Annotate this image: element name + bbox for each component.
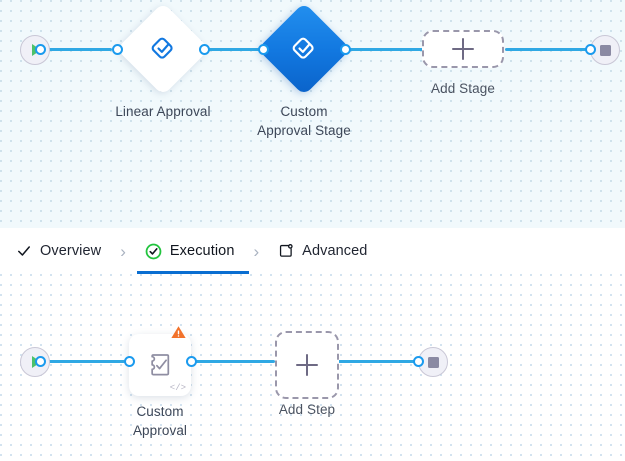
port-custom-out[interactable] xyxy=(340,44,351,55)
add-step-button[interactable] xyxy=(275,331,339,399)
stop-icon xyxy=(427,356,439,368)
stop-icon xyxy=(599,44,611,56)
edge-start-to-custom-approval xyxy=(40,360,125,363)
check-icon xyxy=(16,243,32,259)
tab-advanced-label: Advanced xyxy=(302,243,368,259)
tab-separator-1: › xyxy=(120,241,126,261)
port-linear-out[interactable] xyxy=(199,44,210,55)
stage-node-label-custom-approval-stage: Custom Approval Stage xyxy=(234,102,374,140)
approval-stage-icon xyxy=(289,34,319,64)
code-badge-icon: </> xyxy=(169,383,186,393)
edge-custom-to-add xyxy=(345,48,430,51)
tab-advanced[interactable]: Advanced xyxy=(278,228,367,274)
tab-execution[interactable]: Execution xyxy=(136,228,249,274)
check-circle-icon xyxy=(145,243,162,260)
plus-icon xyxy=(296,354,318,376)
port-step-start-out[interactable] xyxy=(35,356,46,367)
step-node-label-line1: Custom xyxy=(136,404,184,419)
port-custom-approval-out[interactable] xyxy=(186,356,197,367)
port-linear-in[interactable] xyxy=(112,44,123,55)
port-end-in[interactable] xyxy=(585,44,596,55)
tab-execution-label: Execution xyxy=(169,243,235,259)
edge-add-to-end xyxy=(505,48,590,51)
tab-separator-2: › xyxy=(253,241,260,261)
approval-stage-icon xyxy=(148,34,178,64)
tab-overview[interactable]: Overview xyxy=(16,228,101,274)
custom-approval-icon xyxy=(145,350,175,380)
stage-node-label-line1: Custom xyxy=(280,104,328,119)
stage-node-label-linear-approval: Linear Approval xyxy=(115,104,211,119)
edge-add-to-end-step xyxy=(338,360,423,363)
edge-linear-to-custom xyxy=(205,48,281,51)
step-start-node[interactable] xyxy=(20,347,50,377)
port-custom-in[interactable] xyxy=(258,44,269,55)
warning-triangle-icon xyxy=(170,324,187,341)
edge-custom-approval-to-add xyxy=(190,360,275,363)
settings-square-icon xyxy=(278,243,294,259)
add-step-label: Add Step xyxy=(278,402,336,417)
stage-node-label-line2: Approval Stage xyxy=(257,123,351,138)
port-start-out[interactable] xyxy=(35,44,46,55)
step-node-label-line2: Approval xyxy=(132,423,188,438)
stage-flow-canvas[interactable]: Linear Approval Custom Approval Stage Ad… xyxy=(0,0,625,228)
workflow-tabs: Overview › Execution › Advanced xyxy=(0,228,625,274)
step-flow-canvas[interactable]: </> Custom Approval Add Step xyxy=(0,274,625,461)
step-node-label-custom-approval: Custom Approval xyxy=(100,402,220,440)
tab-overview-label: Overview xyxy=(40,243,102,259)
add-stage-label: Add Stage xyxy=(431,81,495,96)
edge-start-to-linear xyxy=(40,48,112,51)
port-step-end-in[interactable] xyxy=(413,356,424,367)
port-custom-approval-in[interactable] xyxy=(124,356,135,367)
plus-icon xyxy=(452,38,474,60)
step-node-custom-approval[interactable]: </> xyxy=(129,326,191,396)
stage-node-linear-approval[interactable] xyxy=(116,2,210,96)
stage-node-custom-approval-stage[interactable] xyxy=(257,2,351,96)
add-stage-button[interactable] xyxy=(422,30,504,68)
